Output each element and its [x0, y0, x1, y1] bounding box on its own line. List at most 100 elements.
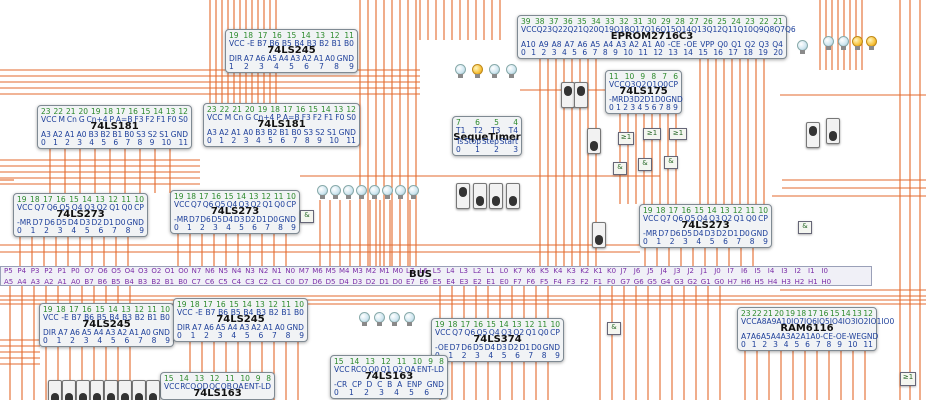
toggle-switch[interactable] [456, 183, 470, 209]
pin-number-bottom-item: 20 [773, 48, 783, 57]
bus-line-label: K6 [526, 267, 536, 275]
signal-label-bottom-item: Start [499, 137, 518, 146]
bus-line-label: I4 [767, 267, 775, 275]
chip-label: 74LS245 [216, 314, 265, 325]
toggle-switch[interactable] [587, 128, 601, 154]
signal-label-bottom-item: A2 [251, 323, 262, 332]
bus-line-label: B5 [111, 278, 121, 286]
signal-label-bottom-item: D6 [200, 215, 211, 224]
pin-number-bottom-item: 17 [728, 48, 738, 57]
lamp-icon [506, 64, 517, 78]
pin-number-bottom-item: 4 [274, 62, 279, 71]
signal-label-top-item: Q6 [202, 200, 214, 209]
toggle-switch[interactable] [506, 183, 520, 209]
toggle-switch[interactable] [473, 183, 487, 209]
signal-label-bottom-item: D7 [449, 343, 461, 352]
bus-line-label: N3 [245, 267, 255, 275]
toggle-switch[interactable] [489, 183, 503, 209]
toggle-switch[interactable] [806, 122, 820, 148]
bus-line-label: O1 [164, 267, 175, 275]
signal-label-bottom-item: A1 [129, 328, 139, 337]
signal-label-top-item: CP [550, 328, 560, 337]
bus-line-label: G5 [647, 278, 658, 286]
toggle-switch[interactable] [48, 380, 62, 400]
signal-label-bottom-item: A7 [192, 323, 203, 332]
signal-label-bottom-item: -MR [643, 229, 658, 238]
toggle-switch[interactable] [90, 380, 104, 400]
signal-label-bottom-item: GND [152, 328, 170, 337]
bus-line-label: D4 [339, 278, 349, 286]
signal-label-top-item: Q4 [696, 214, 708, 223]
pin-number-top-item: 16 [56, 195, 66, 204]
signal-label-bottom-item: A0 [140, 328, 151, 337]
pin-number-top-item: 11 [344, 31, 354, 40]
signal-label-top-item: -E [61, 313, 69, 322]
lamp-icon [472, 64, 483, 78]
signal-label-bottom-item: A3 [207, 128, 217, 137]
signal-label-bottom-item: B0 [291, 128, 302, 137]
signal-label-top-item: Q22 [552, 25, 568, 34]
pin-number-bottom-item: 5 [268, 136, 273, 145]
signal-label-bottom-item: GND [542, 343, 560, 352]
bus-line-label: L6 [419, 267, 428, 275]
pin-number-top-item: 13 [255, 300, 265, 309]
signal-label-bottom-item: D7 [32, 218, 44, 227]
pin-number-bottom-item: 8 [334, 62, 339, 71]
pin-number-bottom-item: 2 [70, 336, 75, 345]
toggle-switch[interactable] [574, 82, 588, 108]
bus-line-label: G4 [660, 278, 671, 286]
toggle-switch[interactable] [62, 380, 76, 400]
toggle-switch[interactable] [592, 222, 606, 248]
pin-number-top-item: 19 [435, 320, 445, 329]
pin-number-bottom-item: 7 [265, 223, 270, 232]
pin-number-bottom-item: 7 [125, 138, 131, 147]
signal-label-bottom-item: A3 [290, 54, 301, 63]
bus-line-label: K2 [580, 267, 590, 275]
toggle-switch[interactable] [561, 82, 575, 108]
toggle-switch[interactable] [826, 118, 840, 144]
signal-label-bottom-item: VPP [700, 40, 715, 49]
signal-label-top-item: RCO [351, 365, 367, 374]
toggle-switch[interactable] [118, 380, 132, 400]
toggle-switch[interactable] [132, 380, 146, 400]
signal-label-top-item: VCC [164, 382, 180, 391]
pin-number-top-item: 14 [179, 374, 189, 383]
toggle-switch[interactable] [104, 380, 118, 400]
pin-number-top-item: 12 [381, 357, 391, 366]
pin-number-top-item: 18 [243, 31, 253, 40]
pin-number-bottom-item: 0 [609, 103, 614, 112]
pin-number-top-item: 18 [796, 309, 807, 318]
pin-number-bottom-item: 0 [643, 237, 648, 246]
pin-number-bottom-item: 0 [334, 388, 339, 397]
lamp-icon [866, 36, 877, 50]
toggle-switch[interactable] [146, 380, 160, 400]
toggle-switch[interactable] [76, 380, 90, 400]
pin-number-top-item: 12 [346, 105, 356, 114]
bus-line-label: G0 [714, 278, 725, 286]
signal-label-top-item: G [245, 113, 252, 122]
lamp-icon [395, 185, 406, 199]
signal-label-bottom-item: D1 [103, 218, 114, 227]
pin-number-bottom-item: 8 [826, 340, 832, 349]
signal-label-top-item: Q7 [452, 328, 463, 337]
signal-label-top-item: Q20 [582, 25, 599, 34]
